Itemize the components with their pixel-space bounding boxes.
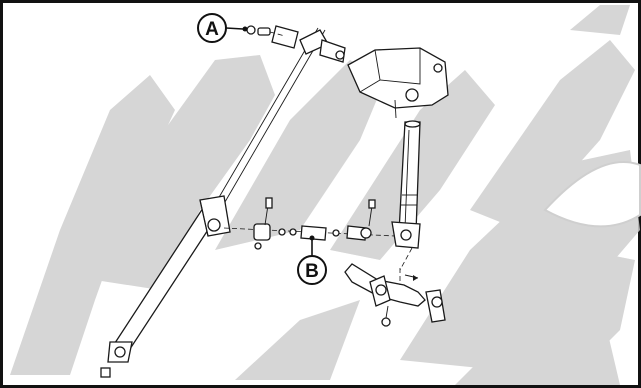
watermark-eye — [543, 161, 641, 228]
callout-b: B — [297, 235, 327, 285]
steering-column — [398, 120, 421, 233]
middle-linkage — [223, 197, 396, 250]
callout-a-label: A — [205, 19, 219, 40]
callout-b-label: B — [305, 261, 319, 282]
callout-a: A — [197, 13, 248, 43]
lower-shaft-yoke — [100, 341, 133, 378]
column-yoke — [391, 221, 421, 271]
upper-shaft-clamp — [199, 195, 231, 237]
lower-bracket — [344, 263, 446, 327]
steering-box — [347, 47, 449, 119]
